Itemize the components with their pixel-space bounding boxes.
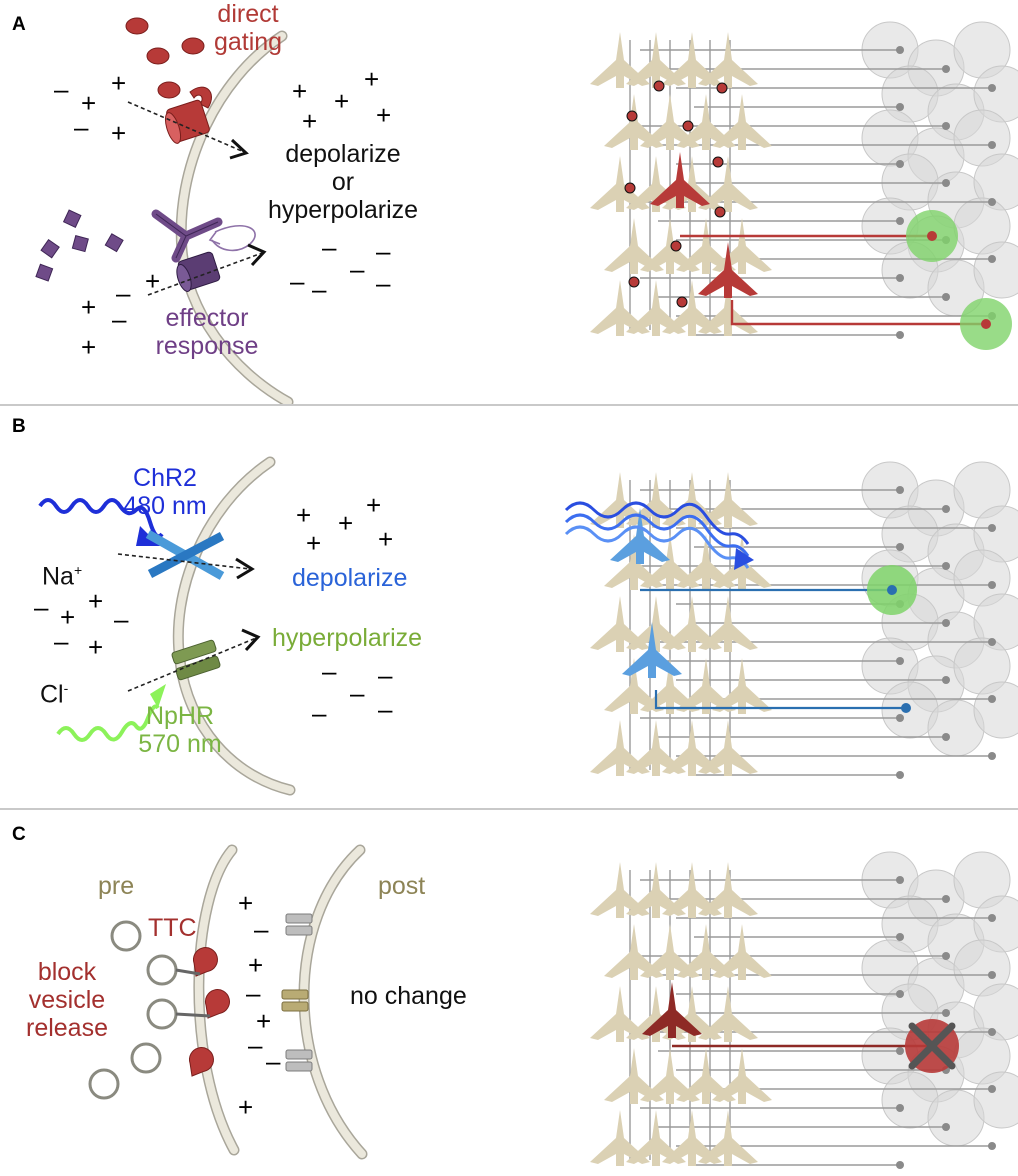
light-wave-icon bbox=[56, 704, 160, 742]
label-effector-response: effector response bbox=[155, 304, 259, 360]
signaling-arc bbox=[211, 224, 256, 252]
charge-minus: – bbox=[312, 698, 327, 728]
neurotransmitter bbox=[62, 209, 82, 228]
panel-b: B ChR2 480 nm Na+ bbox=[0, 406, 1018, 808]
ligand-molecule bbox=[125, 17, 149, 35]
neurotransmitter bbox=[104, 233, 124, 253]
charge-minus: – bbox=[116, 278, 131, 308]
charge-plus: + bbox=[364, 64, 380, 94]
neurotransmitter bbox=[71, 235, 89, 253]
charge-plus: + bbox=[248, 950, 264, 980]
label-chr2: ChR2 480 nm bbox=[123, 464, 207, 520]
charge-minus: – bbox=[378, 660, 393, 690]
charge-minus: – bbox=[312, 274, 327, 304]
vesicle-icon bbox=[146, 954, 178, 986]
charge-plus: + bbox=[338, 508, 354, 538]
charge-plus: + bbox=[306, 528, 322, 558]
charge-plus: + bbox=[238, 888, 254, 918]
neurotransmitter bbox=[40, 238, 60, 259]
label-block-vesicle-release: block vesicle release bbox=[26, 958, 108, 1042]
label-nphr: NpHR 570 nm bbox=[138, 702, 222, 758]
label-no-change: no change bbox=[350, 982, 467, 1010]
label-hyperpolarize: hyperpolarize bbox=[272, 624, 423, 652]
charge-plus: + bbox=[111, 68, 127, 98]
pointer-arrow-icon bbox=[127, 628, 261, 692]
pointer-arrow-icon bbox=[147, 243, 267, 296]
panel-b-label: B bbox=[12, 416, 26, 437]
charge-minus: – bbox=[350, 678, 365, 708]
charge-minus: – bbox=[376, 236, 391, 266]
charge-minus: – bbox=[112, 304, 127, 334]
charge-plus: + bbox=[376, 100, 392, 130]
charge-plus: + bbox=[366, 490, 382, 520]
vesicle-icon bbox=[130, 1042, 162, 1074]
vesicle-icon bbox=[146, 998, 178, 1030]
label-na: Na+ bbox=[42, 562, 83, 591]
charge-plus: + bbox=[88, 586, 104, 616]
charge-minus: – bbox=[350, 254, 365, 284]
charge-plus: + bbox=[60, 602, 76, 632]
charge-minus: – bbox=[266, 1046, 281, 1076]
divider bbox=[0, 404, 1018, 406]
label-pre: pre bbox=[98, 872, 135, 900]
charge-plus: + bbox=[296, 500, 312, 530]
ligand-molecule bbox=[146, 47, 170, 65]
charge-minus: – bbox=[34, 592, 49, 622]
label-depolarize: depolarize bbox=[292, 564, 408, 592]
pointer-arrow-icon bbox=[117, 553, 255, 580]
charge-plus: + bbox=[334, 86, 350, 116]
charge-minus: – bbox=[290, 266, 305, 296]
charge-plus: + bbox=[88, 632, 104, 662]
ligand-molecule bbox=[181, 37, 205, 55]
charge-minus: – bbox=[54, 626, 69, 656]
ion-channel-icon bbox=[145, 530, 225, 580]
label-direct-gating: direct gating bbox=[213, 0, 283, 56]
panel-a: A bbox=[0, 0, 1018, 404]
charge-minus: – bbox=[322, 656, 337, 686]
pointer-arrow-icon bbox=[127, 101, 249, 160]
panel-c-label: C bbox=[12, 824, 26, 845]
charge-minus: – bbox=[248, 1030, 263, 1060]
charge-plus: + bbox=[81, 292, 97, 322]
receptor-icon bbox=[285, 913, 313, 936]
ttc-toxin bbox=[189, 1047, 214, 1077]
ligand-molecule bbox=[157, 81, 181, 99]
label-ttc: TTC bbox=[148, 914, 197, 942]
vesicle-icon bbox=[110, 920, 142, 952]
panel-b-schematic bbox=[38, 456, 296, 796]
charge-minus: – bbox=[74, 112, 89, 142]
charge-plus: + bbox=[378, 524, 394, 554]
panel-a-label: A bbox=[12, 14, 26, 35]
charge-plus: + bbox=[292, 76, 308, 106]
charge-minus: – bbox=[322, 232, 337, 262]
neurotransmitter bbox=[35, 263, 54, 282]
charge-minus: – bbox=[246, 978, 261, 1008]
charge-plus: + bbox=[256, 1006, 272, 1036]
panel-a-schematic bbox=[35, 17, 294, 404]
charge-minus: – bbox=[378, 694, 393, 724]
receptor-icon bbox=[151, 209, 223, 263]
charge-plus: + bbox=[145, 266, 161, 296]
panel-c: C pre post TTC bbox=[0, 810, 1018, 1176]
ttc-toxin bbox=[193, 947, 218, 977]
label-outcome: depolarize or hyperpolarize bbox=[267, 140, 419, 224]
charge-plus: + bbox=[81, 332, 97, 362]
receptor-icon bbox=[285, 1049, 313, 1072]
light-wave-icon bbox=[38, 498, 164, 539]
label-post: post bbox=[378, 872, 426, 900]
charge-minus: – bbox=[54, 74, 69, 104]
charge-plus: + bbox=[302, 106, 318, 136]
charge-minus: – bbox=[114, 604, 129, 634]
ttc-toxin bbox=[205, 989, 230, 1019]
receptor-icon bbox=[281, 989, 309, 1012]
panel-c-schematic bbox=[88, 844, 368, 1160]
charge-plus: + bbox=[111, 118, 127, 148]
charge-plus: + bbox=[81, 88, 97, 118]
charge-plus: + bbox=[238, 1092, 254, 1122]
label-cl: Cl- bbox=[40, 680, 69, 709]
charge-minus: – bbox=[254, 914, 269, 944]
divider bbox=[0, 808, 1018, 810]
vesicle-icon bbox=[88, 1068, 120, 1100]
charge-minus: – bbox=[376, 268, 391, 298]
